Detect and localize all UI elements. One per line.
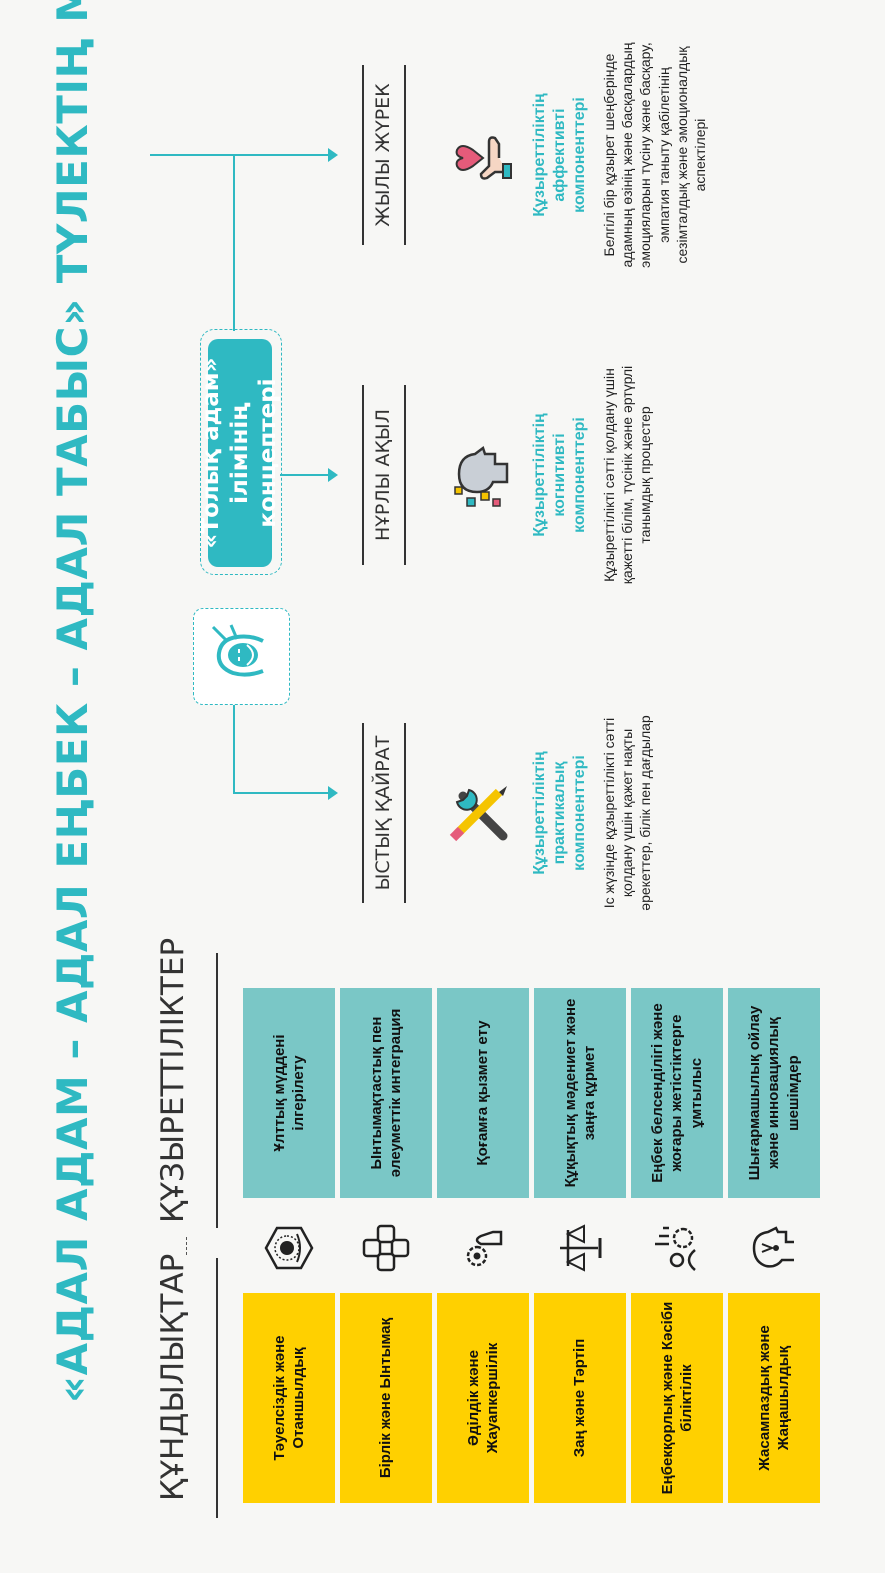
branch-1-label: ЫСТЫҚ ҚАЙРАТ — [372, 735, 394, 891]
branch-1-title: Құзыреттіліктің практикалық компоненттер… — [531, 751, 588, 875]
connector-middle-drop — [280, 474, 333, 476]
people-growth-icon — [631, 1213, 723, 1283]
branch-2-desc: Құзыреттілікті сәтті қолдану үшін қажетт… — [601, 365, 654, 585]
competency-box-1: Ұлттық мүддені ілгерілету — [243, 988, 335, 1198]
value-box-3: Әділдік және Жауапкершілік — [437, 1293, 529, 1503]
value-box-4: Заң және Тәртіп — [534, 1293, 626, 1503]
page-title: «АДАЛ АДАМ – АДАЛ ЕҢБЕК – АДАЛ ТАБЫС» ТҮ… — [48, 0, 97, 1403]
competencies-header: ҚҰЗЫРЕТТІЛІКТЕР — [155, 937, 191, 1223]
concept-line-1: «Толық адам» — [197, 357, 224, 549]
concept-line-2: ілімінің концептері — [226, 378, 282, 528]
creative-head-icon — [728, 1213, 820, 1283]
competency-box-3: Қоғамға қызмет ету — [437, 988, 529, 1198]
branch-3-rule-bottom — [404, 65, 406, 245]
connector-left-arm — [233, 705, 235, 793]
values-header-underline — [216, 1258, 218, 1518]
arrow-nurly-akyl — [328, 468, 338, 482]
value-box-1: Тәуелсіздік және Отаншылдық — [243, 1293, 335, 1503]
thinker-portrait-box — [193, 608, 290, 705]
branch-1-rule-top — [362, 723, 364, 903]
branch-3-label: ЖЫЛЫ ЖҮРЕК — [372, 83, 394, 227]
tools-icon — [440, 773, 520, 853]
value-box-2: Бірлік және Ынтымақ — [340, 1293, 432, 1503]
thinker-portrait-icon — [211, 624, 264, 678]
heart-hand-icon — [440, 115, 520, 195]
branch-2-rule-top — [362, 385, 364, 565]
connector-left-drop — [233, 792, 333, 794]
branch-3-desc: Белгілі бір құзырет шеңберінде адамның ө… — [601, 42, 708, 268]
competency-box-5: Еңбек белсенділігі және жоғары жетістікт… — [631, 988, 723, 1198]
hand-gear-icon — [437, 1213, 529, 1283]
value-box-6: Жасампаздық және Жаңашылдық — [728, 1293, 820, 1503]
scales-icon — [534, 1213, 626, 1283]
arrow-zhyly-zhurek — [328, 148, 338, 162]
spacer — [362, 903, 407, 905]
competencies-header-underline — [216, 953, 218, 1228]
branch-3-rule-top — [362, 65, 364, 245]
values-header: ҚҰНДЫЛЫҚТАР — [155, 1253, 191, 1501]
branch-2-title: Құзыреттіліктің когнитивті компоненттері — [531, 413, 588, 537]
independence-emblem-icon — [243, 1213, 335, 1283]
branch-2-label: НҰРЛЫ АҚЫЛ — [372, 409, 394, 541]
competency-box-6: Шығармашылық ойлау және инновациялық шеш… — [728, 988, 820, 1198]
connector-right-drop — [150, 154, 333, 156]
concept-box: «Толық адам» ілімінің концептері — [198, 339, 281, 567]
joined-hands-icon — [340, 1213, 432, 1283]
branch-2-rule-bottom — [404, 385, 406, 565]
branch-1-desc: Іс жүзінде құзыреттілікті сәтті қолдану … — [601, 715, 654, 911]
competency-box-4: Құқықтық мәдениет және заңға құрмет — [534, 988, 626, 1198]
branch-3-title: Құзыреттіліктің аффективті компоненттері — [531, 93, 588, 217]
header-separator — [186, 1237, 187, 1255]
arrow-ystyk-kairat — [328, 786, 338, 800]
head-pixels-icon — [440, 435, 520, 515]
branch-1-rule-bottom — [404, 723, 406, 903]
value-box-5: Еңбекқорлық және Кәсіби біліктілік — [631, 1293, 723, 1503]
competency-box-2: Ынтымақтастық пен әлеуметтік интеграция — [340, 988, 432, 1198]
connector-right-arm — [233, 155, 235, 331]
